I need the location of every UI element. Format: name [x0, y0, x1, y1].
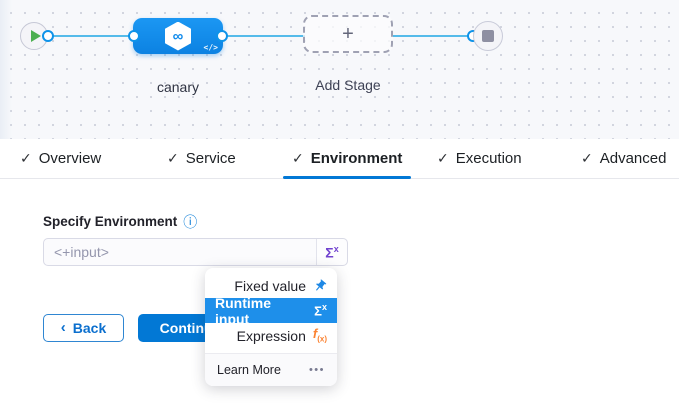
tab-environment[interactable]: ✓ Environment	[282, 139, 412, 179]
runtime-input-type-button[interactable]: Σx	[316, 239, 347, 265]
option-fixed-value[interactable]: Fixed value	[205, 273, 337, 298]
back-button-label: Back	[72, 320, 107, 336]
tab-service[interactable]: ✓ Service	[167, 139, 236, 178]
specify-environment-label: Specify Environment	[43, 214, 178, 229]
stage-name-label[interactable]: canary	[156, 79, 200, 95]
fx-icon: f(x)	[312, 326, 327, 344]
tab-label: Execution	[455, 150, 522, 167]
specify-environment-label-row: Specify Environment ⓘ	[43, 214, 197, 229]
info-icon[interactable]: ⓘ	[183, 213, 198, 230]
connector-ring[interactable]	[42, 30, 54, 42]
play-icon	[30, 30, 41, 42]
tab-execution[interactable]: ✓ Execution	[437, 139, 522, 178]
check-icon: ✓	[167, 150, 179, 166]
connector-ring[interactable]	[216, 30, 228, 42]
stage-node-canary[interactable]: ∞ </>	[133, 18, 223, 54]
input-type-dropdown: Fixed value Runtime input Σx Expression …	[205, 268, 337, 386]
edge-stage-to-addstage	[221, 35, 305, 37]
ellipsis-menu-icon[interactable]: •••	[308, 364, 325, 376]
option-runtime-input[interactable]: Runtime input Σx	[205, 295, 337, 327]
option-label: Expression	[236, 327, 306, 344]
infinity-icon: ∞	[172, 27, 184, 45]
environment-input[interactable]	[44, 239, 316, 265]
add-stage-button[interactable]: +	[303, 15, 393, 53]
tab-overview[interactable]: ✓ Overview	[20, 139, 101, 178]
chevron-left-icon: ‹	[60, 318, 66, 336]
stop-icon	[482, 30, 494, 42]
sigma-icon: Σx	[325, 243, 339, 261]
input-type-options: Fixed value Runtime input Σx Expression …	[205, 268, 337, 353]
check-icon: ✓	[437, 150, 449, 166]
canvas-left-edge	[0, 0, 12, 139]
option-label: Fixed value	[234, 277, 306, 294]
add-stage-label[interactable]: Add Stage	[315, 77, 381, 93]
tab-label: Overview	[38, 150, 102, 167]
deployment-hexagon-icon: ∞	[165, 21, 191, 51]
learn-more-link[interactable]: Learn More	[217, 363, 281, 377]
pin-icon	[316, 279, 327, 290]
pipeline-canvas: ∞ </> + canary Add Stage	[0, 0, 679, 139]
check-icon: ✓	[581, 150, 593, 166]
tab-advanced[interactable]: ✓ Advanced	[581, 139, 666, 178]
sigma-icon: Σx	[314, 302, 327, 319]
back-button[interactable]: ‹ Back	[43, 314, 124, 342]
plus-icon: +	[342, 22, 354, 45]
check-icon: ✓	[20, 150, 32, 166]
dropdown-footer: Learn More •••	[205, 353, 337, 386]
connector-ring[interactable]	[128, 30, 140, 42]
option-expression[interactable]: Expression f(x)	[205, 323, 337, 348]
environment-input-group: Σx	[43, 238, 348, 266]
option-label: Runtime input	[215, 294, 271, 327]
code-icon: </>	[203, 43, 218, 52]
pipeline-end-node[interactable]	[473, 21, 503, 51]
stage-config-tabbar: ✓ Overview ✓ Service ✓ Environment ✓ Exe…	[0, 139, 679, 179]
edge-start-to-stage	[47, 35, 135, 37]
environment-panel: Specify Environment ⓘ Σx ‹ Back Continue	[0, 180, 679, 406]
tab-label: Environment	[310, 150, 403, 167]
edge-addstage-to-end	[391, 35, 475, 37]
tab-label: Service	[185, 150, 236, 167]
check-icon: ✓	[292, 150, 304, 166]
tab-label: Advanced	[599, 150, 667, 167]
